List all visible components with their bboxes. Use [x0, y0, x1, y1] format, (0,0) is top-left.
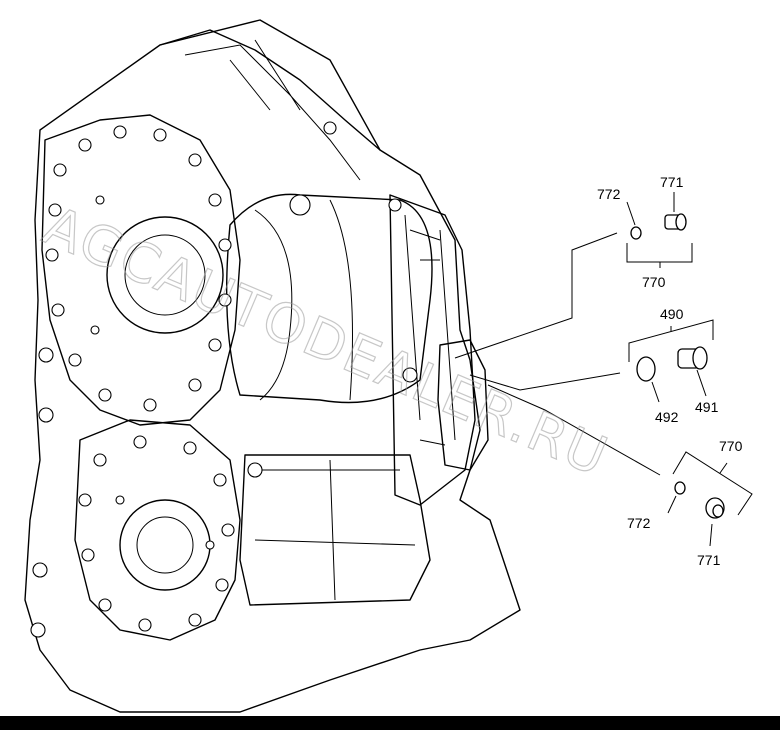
plug-icon [664, 213, 687, 231]
label-top-seal: 772 [597, 186, 621, 202]
label-mid-kit: 490 [660, 306, 684, 322]
lower-bore [119, 499, 211, 591]
seal-ring-icon [636, 356, 656, 382]
main-drum [225, 193, 433, 404]
plug-icon [677, 346, 708, 370]
label-low-kit: 770 [719, 438, 743, 454]
callout-group-middle: 490 492 491 [469, 306, 719, 425]
label-top-kit: 770 [642, 274, 666, 290]
callout-group-bottom: 770 772 771 [487, 384, 753, 568]
valve-body [437, 339, 489, 471]
bottom-border-bar [0, 716, 780, 730]
upper-bore-inner [124, 234, 206, 316]
housing-outline [24, 19, 521, 713]
plug-icon [705, 497, 725, 519]
lower-flange [74, 419, 241, 641]
top-rib-detail [184, 39, 361, 181]
label-low-plug: 771 [697, 552, 721, 568]
lower-bore-inner [136, 516, 194, 574]
watermark-text: AGCAUTODEALER.RU [35, 194, 618, 489]
label-low-seal: 772 [627, 515, 651, 531]
front-flange [41, 114, 241, 426]
label-mid-seal: 492 [655, 409, 679, 425]
upper-bore [106, 216, 224, 334]
lower-drum [239, 454, 431, 606]
lower-drum-seam [254, 459, 416, 601]
side-cover-detail [404, 214, 456, 446]
drum-seam [254, 199, 353, 401]
side-cover [389, 194, 476, 506]
seal-ring-icon [674, 481, 686, 495]
flange-bolt-holes [45, 125, 235, 632]
top-rib [159, 29, 381, 151]
label-mid-plug: 491 [695, 399, 719, 415]
label-top-plug: 771 [660, 174, 684, 190]
callout-group-top: 772 771 770 [454, 174, 693, 359]
transmission-housing [24, 19, 521, 713]
edge-lugs [30, 121, 418, 638]
seal-ring-icon [630, 226, 642, 240]
